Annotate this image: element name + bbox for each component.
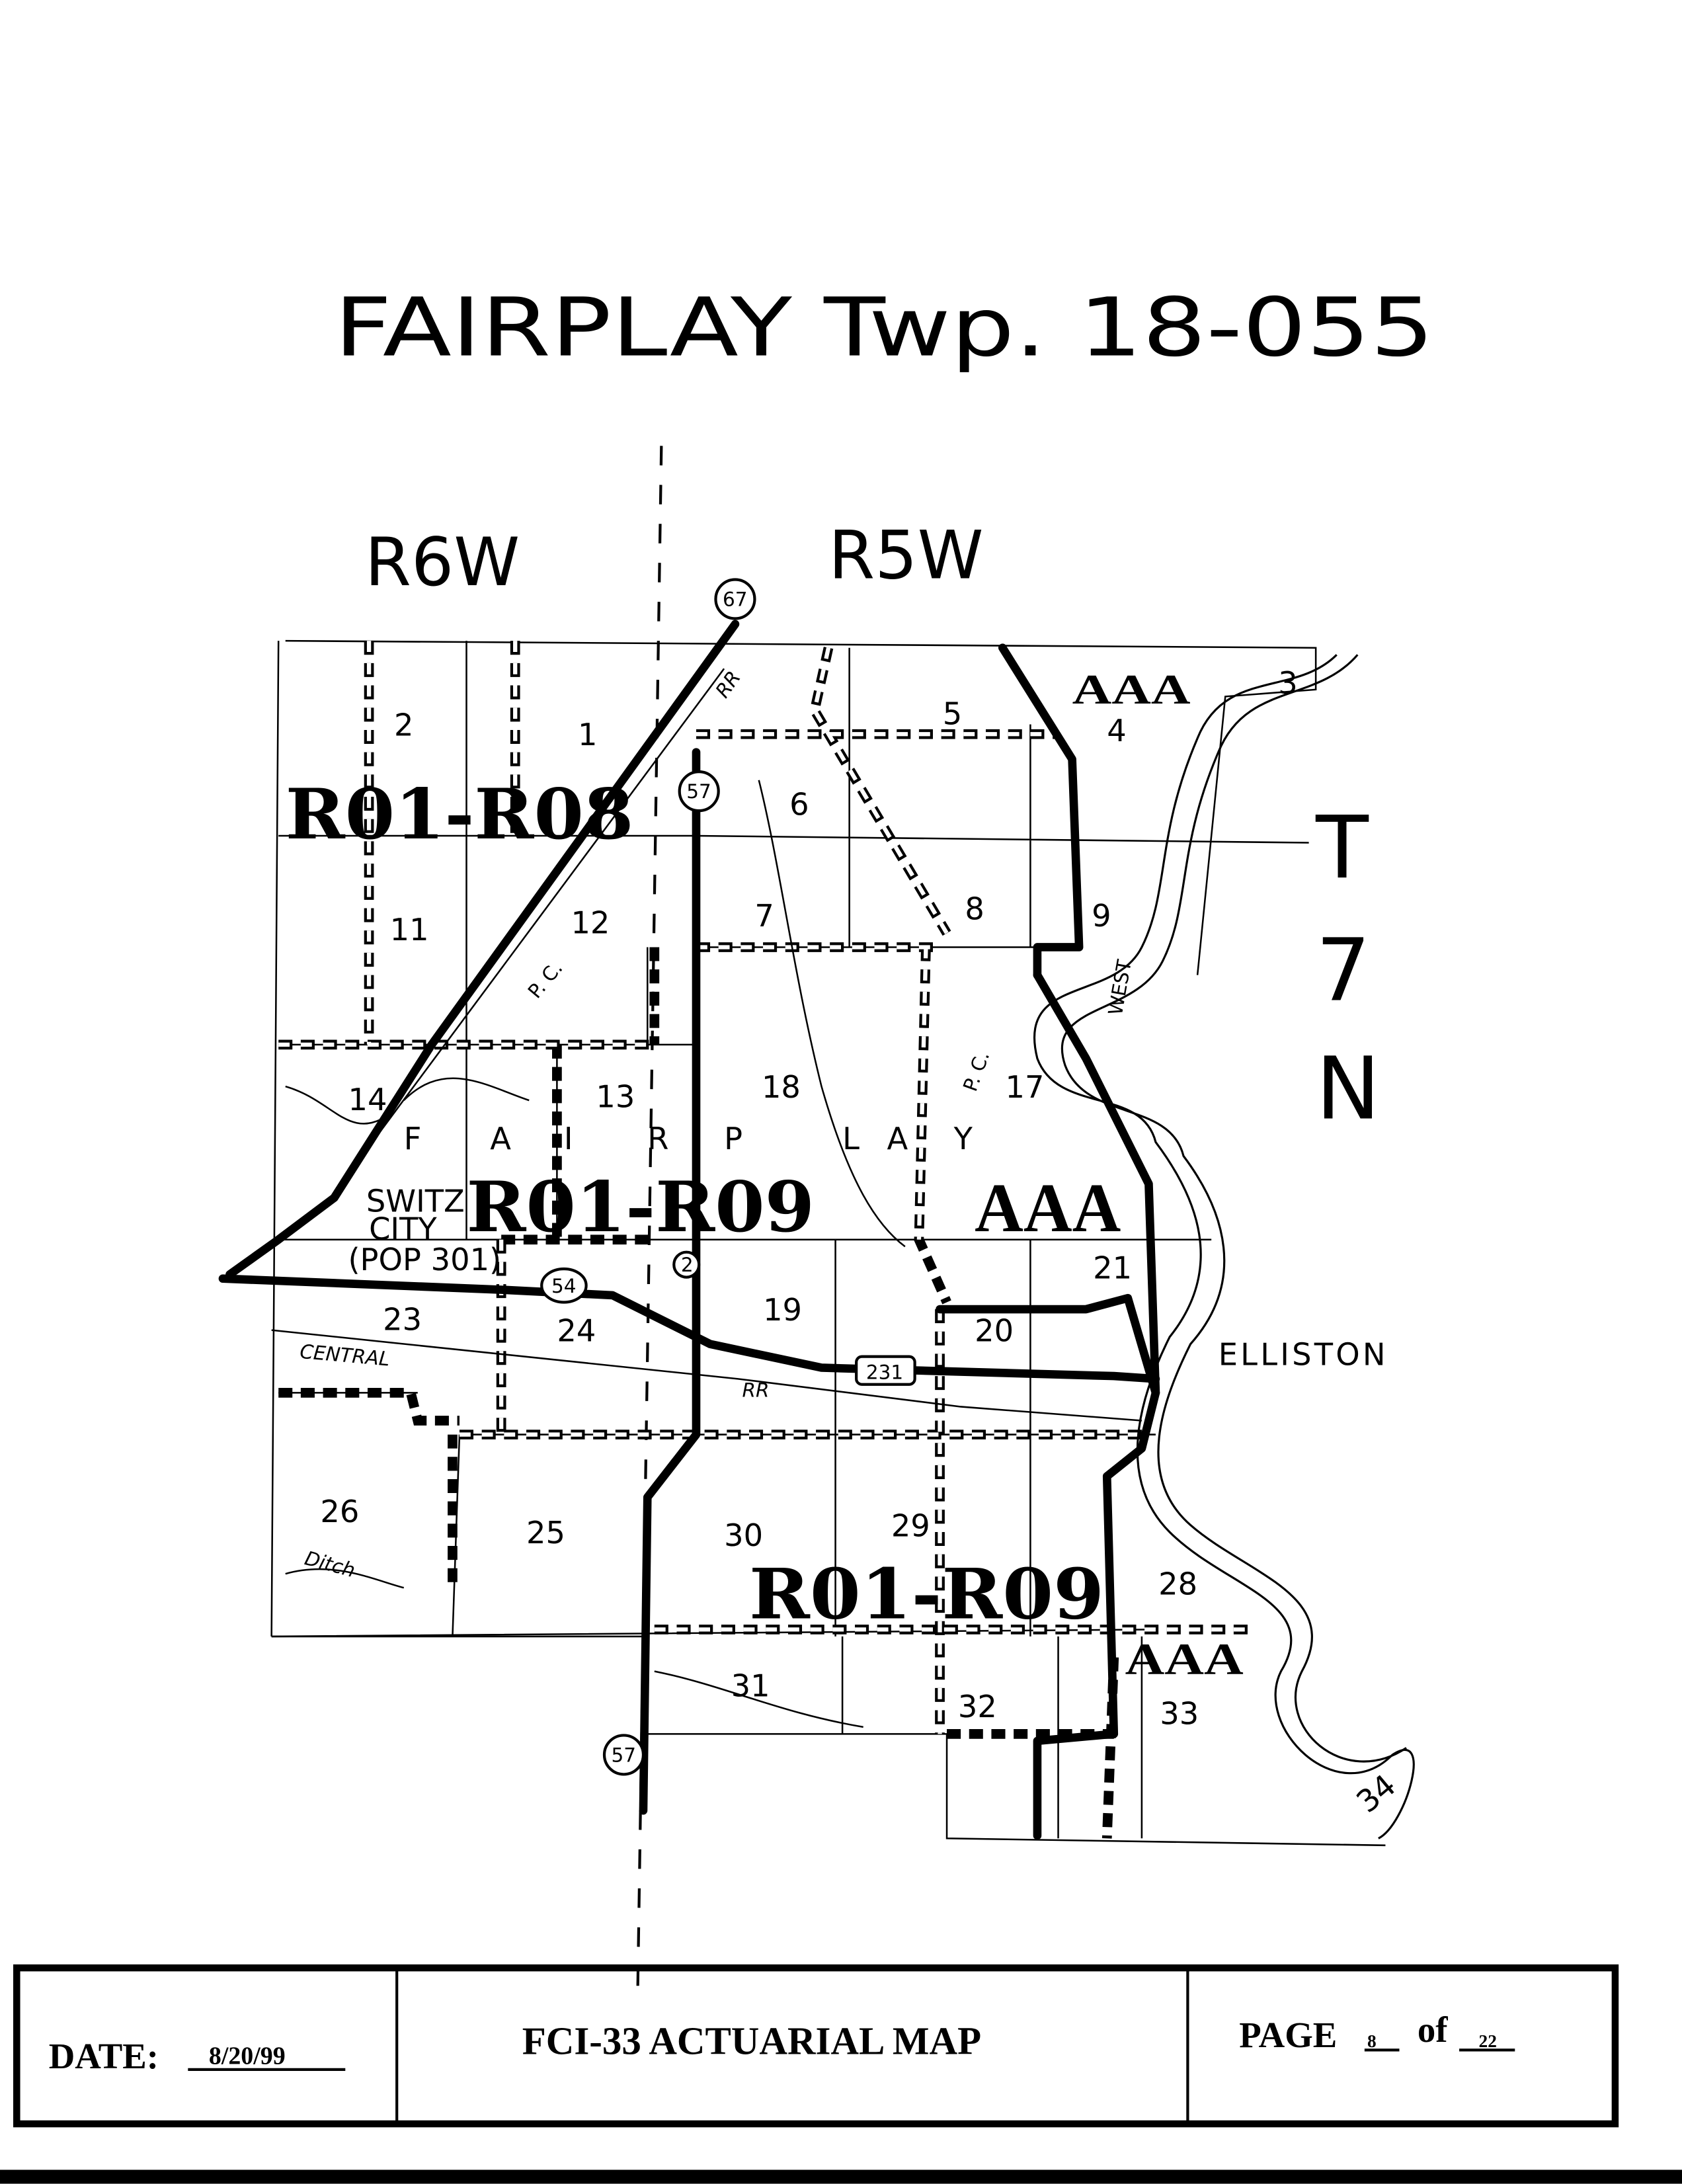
section-number: 14: [348, 1082, 387, 1117]
page-number: 8: [1367, 2031, 1377, 2051]
east-boundary-road: [1033, 971, 1160, 1397]
place-label-population: (POP 301): [348, 1242, 501, 1277]
section-number: 28: [1158, 1566, 1197, 1602]
place-label-switz: SWITZ: [366, 1184, 465, 1219]
section-number: 32: [958, 1689, 997, 1724]
section-number: 23: [383, 1302, 422, 1338]
section-number: 29: [891, 1508, 930, 1543]
section-number: 26: [320, 1494, 359, 1529]
section-number: 2: [394, 707, 413, 743]
ditch-label: Ditch: [302, 1547, 357, 1582]
svg-text:A: A: [887, 1121, 908, 1156]
aaa-label: AAA: [975, 1169, 1121, 1246]
svg-text:I: I: [564, 1121, 573, 1156]
section-number: 9: [1092, 898, 1111, 934]
highway-shield-231: 231: [855, 1355, 916, 1386]
map-title: FAIRPLAY Twp. 18-055: [334, 280, 1434, 374]
creek: [285, 780, 906, 1728]
page-total: 22: [1479, 2031, 1497, 2051]
central-railroad: [271, 1329, 1142, 1422]
date-value: 8/20/99: [209, 2042, 286, 2070]
section-number: 4: [1107, 713, 1126, 748]
rate-area-label: R01-R09: [749, 1553, 1104, 1635]
township-name-letters: F A I R P L A Y: [404, 1121, 973, 1156]
place-label-city: CITY: [369, 1211, 437, 1247]
svg-text:P: P: [724, 1121, 742, 1156]
section-number: 12: [571, 905, 610, 940]
section-number: 25: [526, 1515, 565, 1551]
scan-edge-bar: [0, 2169, 1682, 2184]
highway-54-231-road: [218, 1274, 1160, 1383]
highway-67-road: [225, 620, 740, 1279]
svg-text:L: L: [842, 1121, 860, 1156]
highway-shield-67: 67: [714, 578, 756, 620]
section-number: 8: [965, 891, 984, 926]
railroad-label: RR: [711, 667, 745, 702]
township-letter-n: N: [1316, 1039, 1381, 1139]
highway-shield-54: 54: [540, 1267, 588, 1304]
section-number: 7: [754, 898, 774, 934]
svg-text:67: 67: [723, 588, 747, 611]
section-number: 3: [1278, 665, 1297, 701]
ne-road: [998, 643, 1084, 979]
section-number: 21: [1093, 1250, 1132, 1286]
section-number: 30: [724, 1517, 763, 1553]
railroad-label-central: CENTRAL: [299, 1340, 391, 1371]
svg-text:57: 57: [612, 1744, 637, 1766]
river-label-west: WEST: [1104, 957, 1136, 1017]
svg-text:F: F: [404, 1121, 422, 1156]
railroad-label: RR: [742, 1379, 769, 1402]
page-label: PAGE: [1239, 2015, 1337, 2055]
section-number: 33: [1160, 1696, 1199, 1732]
of-label: of: [1418, 2009, 1448, 2050]
highway-shield-2: 2: [672, 1250, 701, 1279]
section-number: 18: [762, 1069, 801, 1105]
township-boundary: [270, 639, 1386, 1847]
section-number: 11: [390, 912, 429, 948]
place-label-elliston: ELLISTON: [1219, 1336, 1388, 1372]
range-label-west: R6W: [365, 523, 520, 601]
highway-57-road: [639, 748, 701, 1815]
svg-text:R: R: [647, 1121, 668, 1156]
footer-box: DATE: 8/20/99 FCI-33 ACTUARIAL MAP PAGE …: [13, 1964, 1619, 2128]
township-number: 7: [1316, 920, 1371, 1021]
pc-railroad: [361, 668, 725, 1157]
railroad-label-pc: P. C.: [524, 957, 567, 1002]
aaa-label: AAA: [1125, 1635, 1244, 1684]
section-number: 5: [943, 696, 962, 732]
svg-text:2: 2: [681, 1254, 694, 1276]
section-number: 19: [763, 1292, 802, 1328]
rate-area-label: R01-R08: [286, 773, 633, 855]
svg-text:231: 231: [866, 1361, 903, 1383]
rate-area-label: R01-R09: [466, 1166, 814, 1248]
section-number: 1: [578, 717, 597, 752]
svg-text:Y: Y: [953, 1121, 973, 1156]
highway-shield-57: 57: [602, 1734, 645, 1776]
date-label: DATE:: [49, 2036, 159, 2076]
section-number: 34: [1349, 1767, 1402, 1820]
section-number: 20: [975, 1313, 1014, 1348]
highway-shield-57: 57: [678, 770, 720, 813]
section-grid: [271, 641, 1309, 1839]
township-letter-t: T: [1315, 797, 1369, 898]
section-number: 17: [1006, 1069, 1045, 1105]
east-road: [936, 1293, 1160, 1840]
railroad-label-pc: P. C.: [959, 1048, 994, 1094]
svg-text:A: A: [490, 1121, 511, 1156]
section-number: 13: [596, 1079, 635, 1115]
section-number: 31: [731, 1668, 770, 1703]
section-number: 24: [557, 1313, 596, 1348]
map-type-title: FCI-33 ACTUARIAL MAP: [522, 2019, 981, 2063]
west-fork-river: [1033, 654, 1415, 1840]
range-label-east: R5W: [828, 516, 983, 594]
aaa-label: AAA: [1072, 667, 1191, 713]
svg-text:57: 57: [686, 780, 711, 803]
section-number: 6: [789, 786, 809, 822]
township-map: [218, 620, 1415, 1847]
svg-text:54: 54: [551, 1275, 577, 1297]
